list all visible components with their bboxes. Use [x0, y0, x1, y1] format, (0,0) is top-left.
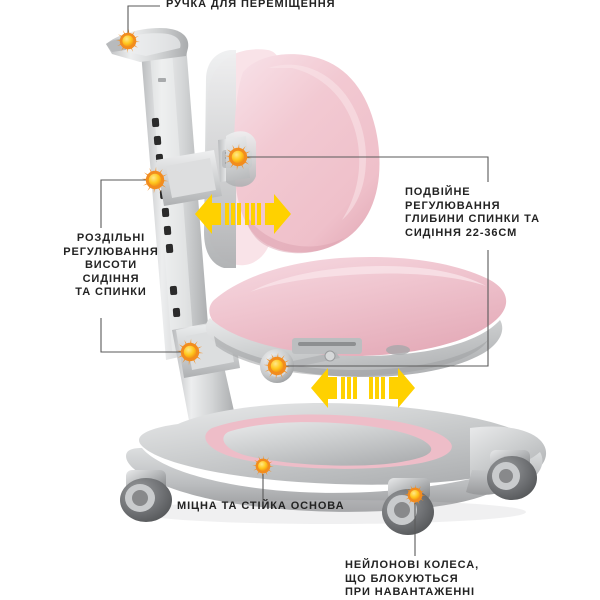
dual-depth-adjust-callout-line [286, 250, 489, 367]
carry-handle [106, 28, 189, 62]
handle-callout-line [127, 5, 160, 34]
label-height-adjust: РОЗДІЛЬНІ РЕГУЛЮВАННЯ ВИСОТИ СИДІННЯ ТА … [63, 232, 159, 298]
dual-depth-adjust-callout-line [247, 156, 489, 182]
dual-depth-adjust-callout-marker[interactable] [224, 143, 252, 171]
seat-mechanism [288, 338, 410, 368]
label-locking-castors: НЕЙЛОНОВІ КОЛЕСА, ЩО БЛОКУЮТЬСЯ ПРИ НАВА… [345, 559, 480, 598]
callout-markers [115, 28, 426, 506]
handle-callout-marker[interactable] [115, 28, 141, 54]
backrest-depth-arrow [195, 194, 291, 234]
castor-front-left [120, 470, 172, 522]
backrest-cushion [204, 49, 380, 268]
separate-height-adjust-callout-marker[interactable] [176, 338, 204, 366]
separate-height-adjust-callout-line [100, 318, 181, 353]
callout-lines [100, 5, 489, 556]
castor-rear-right [487, 450, 537, 500]
dual-depth-adjust-callout-marker[interactable] [263, 352, 291, 380]
separate-height-adjust-callout-line [100, 179, 146, 228]
label-stable-base: МІЦНА ТА СТІЙКА ОСНОВА [177, 500, 345, 512]
label-depth-adjust: ПОДВІЙНЕ РЕГУЛЮВАННЯ ГЛИБИНИ СПИНКИ ТА С… [405, 186, 540, 239]
locking-castors-callout-marker[interactable] [404, 484, 426, 506]
seat-depth-arrow [311, 368, 415, 408]
adjustment-arrows [195, 194, 415, 408]
castor-front-right [382, 478, 434, 535]
seat-cushion [205, 256, 507, 378]
separate-height-adjust-callout-marker[interactable] [141, 166, 169, 194]
label-handle: РУЧКА ДЛЯ ПЕРЕМІЩЕННЯ [166, 0, 336, 10]
stable-base-callout-marker[interactable] [252, 455, 274, 477]
